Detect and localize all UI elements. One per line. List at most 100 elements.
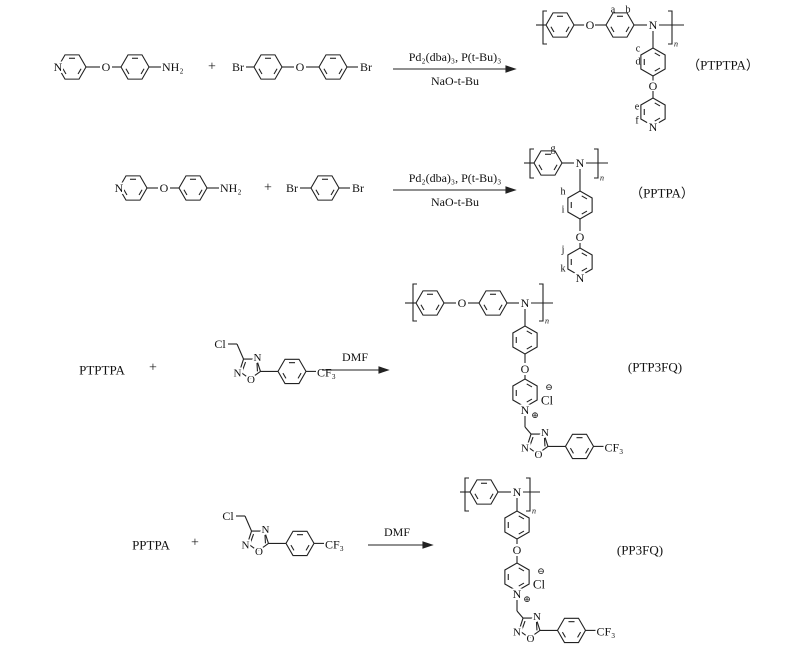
phenyl-ring bbox=[533, 150, 563, 176]
double-bond bbox=[585, 447, 590, 454]
double-bond bbox=[581, 210, 588, 215]
double-bond bbox=[518, 515, 525, 520]
product-name-pp3fq: (PP3FQ) bbox=[617, 543, 663, 558]
ether-oxygen: O bbox=[586, 18, 595, 32]
trifluoromethyl-group: CF₃ bbox=[605, 440, 624, 454]
phenyl-ring bbox=[478, 290, 508, 316]
double-bond bbox=[305, 544, 310, 551]
amine-nitrogen: N bbox=[521, 296, 530, 310]
double-bond bbox=[258, 68, 263, 75]
reaction-conditions-catalyst: Pd₂(dba)₃, P(t-Bu)₃ bbox=[409, 50, 502, 64]
double-bond bbox=[420, 304, 425, 311]
oxadiazole-nitrogen: N bbox=[533, 611, 541, 623]
double-bond bbox=[538, 164, 543, 171]
phenyl-ring bbox=[545, 12, 575, 38]
phenyl-ring bbox=[556, 617, 587, 644]
pyridine-nitrogen: N bbox=[54, 60, 63, 74]
reaction-conditions-base: NaO-t-Bu bbox=[431, 74, 479, 88]
pyridine-nitrogen: N bbox=[115, 181, 124, 195]
double-bond bbox=[654, 117, 661, 122]
reaction-arrow-2-head bbox=[505, 186, 517, 194]
ether-oxygen: O bbox=[513, 543, 522, 557]
reactant-ptptpa: PTPTPA bbox=[79, 363, 125, 378]
positive-charge: ⊕ bbox=[531, 410, 539, 420]
double-bond bbox=[498, 304, 503, 311]
ether-oxygen: O bbox=[576, 230, 585, 244]
double-bond bbox=[242, 361, 247, 371]
positive-charge: ⊕ bbox=[523, 594, 531, 604]
double-bond bbox=[521, 620, 526, 630]
solvent-dmf: DMF bbox=[342, 350, 368, 364]
pyridine-ring bbox=[567, 247, 593, 277]
phenyl-ring bbox=[120, 54, 150, 80]
double-bond bbox=[526, 383, 533, 388]
pyridinium-nitrogen: N bbox=[513, 587, 522, 601]
negative-charge: ⊖ bbox=[537, 566, 545, 576]
double-bond bbox=[654, 102, 661, 107]
phenyl-ring bbox=[415, 290, 445, 316]
oxadiazole-ring bbox=[526, 433, 549, 455]
amine-group: NH₂ bbox=[162, 60, 184, 74]
double-bond bbox=[565, 26, 570, 33]
double-bond bbox=[654, 67, 661, 72]
repeat-bracket-left bbox=[542, 10, 547, 45]
trifluoromethyl-group: CF₃ bbox=[597, 624, 616, 638]
double-bond bbox=[610, 26, 615, 33]
proton-label-b: b bbox=[626, 5, 631, 16]
chlorine-atom: Cl bbox=[222, 509, 234, 523]
proton-label-d: d bbox=[636, 57, 641, 68]
oxadiazole-nitrogen: N bbox=[513, 626, 521, 638]
phenyl-ring bbox=[469, 479, 499, 505]
phenyl-ring bbox=[605, 12, 635, 38]
double-bond bbox=[330, 189, 335, 196]
oxadiazole-nitrogen: N bbox=[261, 524, 269, 536]
repeat-bracket-right bbox=[668, 10, 673, 45]
double-bond bbox=[518, 567, 525, 572]
pyridinium-ring bbox=[504, 562, 530, 592]
chloride-counterion: Cl bbox=[541, 393, 554, 408]
double-bond bbox=[625, 26, 630, 33]
bond bbox=[236, 343, 245, 360]
double-bond bbox=[654, 52, 661, 57]
proton-label-f: f bbox=[635, 116, 639, 127]
product-name-ptptpa: （PTPTPA） bbox=[687, 58, 759, 73]
pyridine-nitrogen: N bbox=[576, 271, 585, 285]
chloride-counterion: Cl bbox=[533, 577, 546, 592]
proton-label-k: k bbox=[561, 264, 566, 275]
trifluoromethyl-group: CF₃ bbox=[317, 365, 336, 379]
double-bond bbox=[435, 304, 440, 311]
repeat-bracket-right bbox=[594, 148, 599, 179]
double-bond bbox=[198, 189, 203, 196]
phenyl-ring bbox=[285, 530, 315, 557]
double-bond bbox=[297, 372, 302, 379]
phenyl-ring bbox=[253, 54, 283, 80]
bromine-atom: Br bbox=[232, 60, 244, 74]
double-bond bbox=[577, 631, 582, 638]
proton-label-g: g bbox=[551, 144, 556, 155]
ether-oxygen: O bbox=[160, 181, 169, 195]
proton-label-h: h bbox=[561, 187, 566, 198]
ether-oxygen: O bbox=[458, 296, 467, 310]
product-name-pptpa: （PPTPA） bbox=[630, 186, 694, 201]
double-bond bbox=[474, 493, 479, 500]
pyridine-nitrogen: N bbox=[649, 120, 658, 134]
bromine-atom: Br bbox=[286, 181, 298, 195]
double-bond bbox=[518, 530, 525, 535]
repeat-unit-n: n bbox=[532, 507, 536, 516]
pyridinium-nitrogen: N bbox=[521, 403, 530, 417]
bromine-atom: Br bbox=[352, 181, 364, 195]
oxadiazole-oxygen: O bbox=[255, 546, 263, 558]
phenyl-ring bbox=[277, 358, 307, 385]
oxadiazole-nitrogen: N bbox=[521, 442, 529, 454]
trifluoromethyl-group: CF₃ bbox=[325, 537, 344, 551]
double-bond bbox=[483, 304, 488, 311]
bond bbox=[524, 426, 532, 435]
double-bond bbox=[183, 189, 188, 196]
ether-oxygen: O bbox=[296, 60, 305, 74]
repeat-bracket-left bbox=[412, 283, 417, 322]
repeat-bracket-left bbox=[464, 477, 469, 512]
reaction-conditions-base: NaO-t-Bu bbox=[431, 195, 479, 209]
double-bond bbox=[581, 267, 588, 272]
